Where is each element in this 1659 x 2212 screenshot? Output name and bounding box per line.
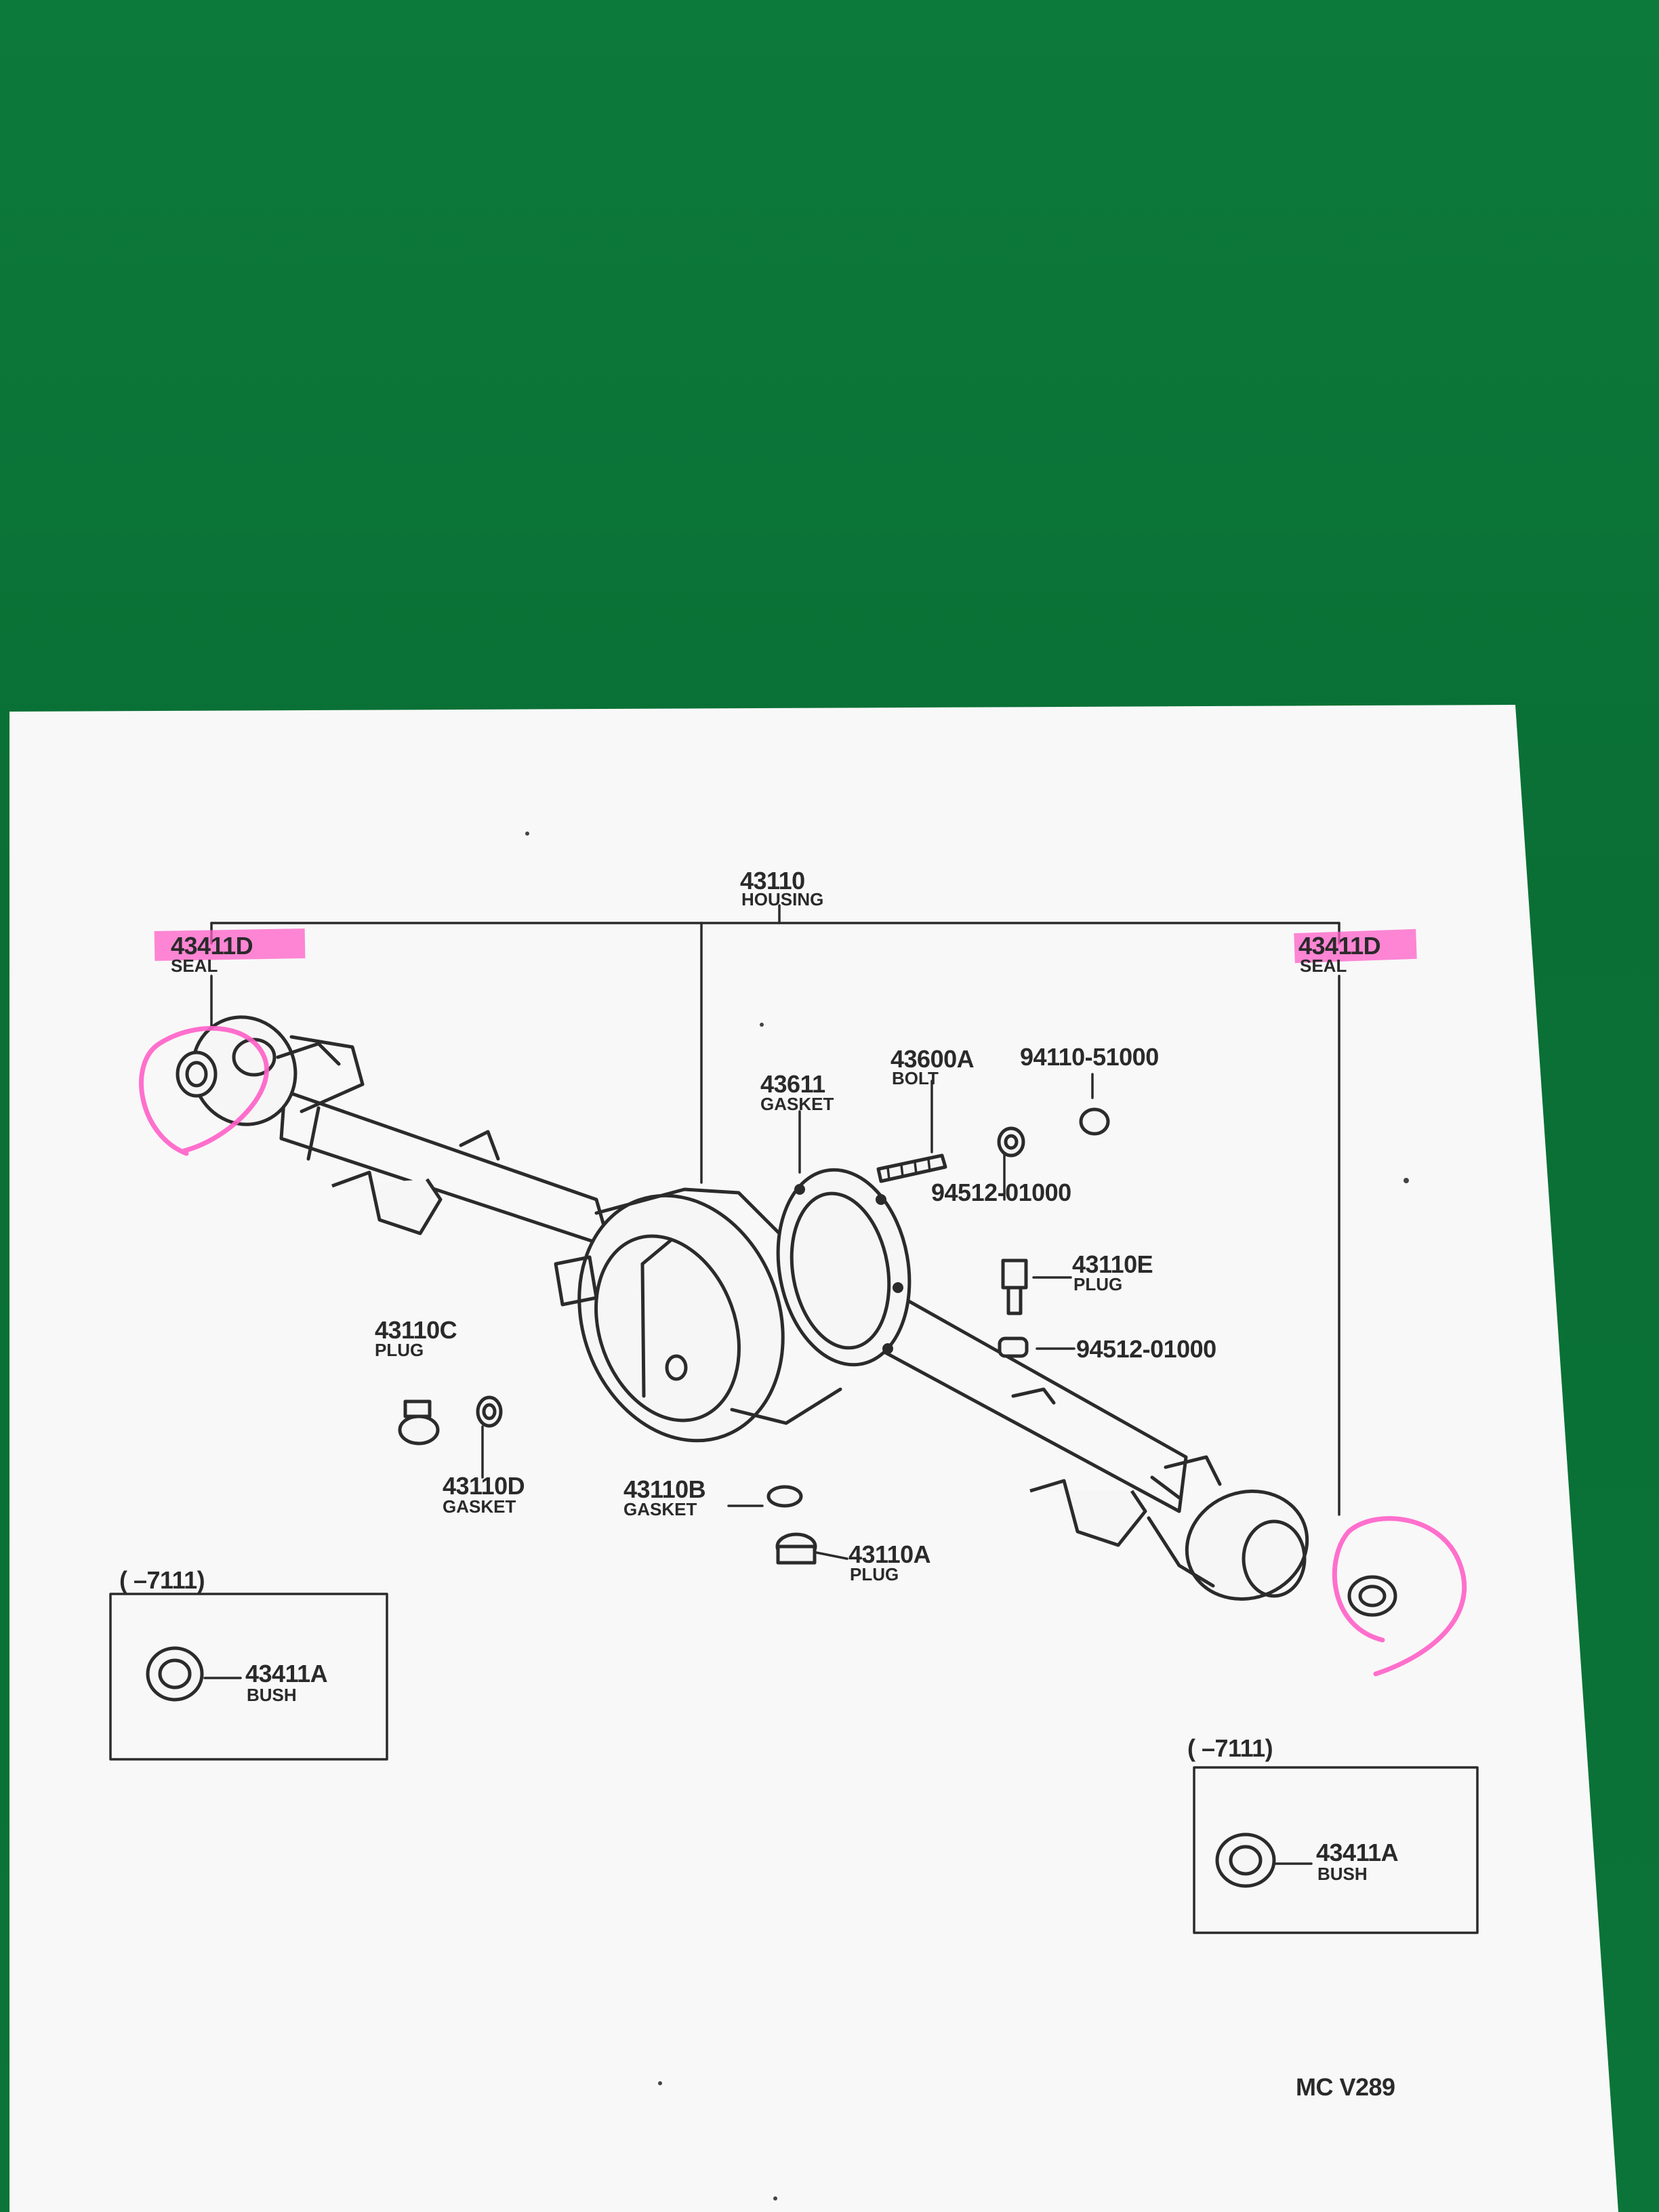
inset-right-range: ( –7111)	[1187, 1734, 1273, 1762]
inset-box-right	[1193, 1766, 1479, 1934]
seal-left-code: 43411D	[171, 932, 253, 960]
axle-housing-drawing	[190, 1015, 1309, 1601]
seal-left-highlight	[154, 928, 306, 961]
part-94512-a-code: 94512-01000	[931, 1179, 1071, 1206]
part-94512-b-code: 94512-01000	[1076, 1335, 1216, 1363]
seal-left-part	[176, 1050, 218, 1098]
gasket-43110B-part	[766, 1485, 803, 1508]
washer-94512-b-part	[998, 1336, 1029, 1358]
plug-43110E-code: 43110E	[1072, 1250, 1153, 1278]
plug-43110C-code: 43110C	[375, 1316, 457, 1344]
inset-left-range: ( –7111)	[119, 1566, 205, 1594]
nut-94110-part	[1079, 1107, 1110, 1136]
paper-sheet	[9, 705, 1618, 2212]
inset-right-name: BUSH	[1317, 1864, 1368, 1884]
plug-43110A-name: PLUG	[850, 1564, 899, 1584]
gasket-43110D-code: 43110D	[443, 1472, 525, 1500]
inset-right-code: 43411A	[1316, 1839, 1399, 1866]
gasket-43110D-part	[476, 1395, 503, 1428]
plug-43110E-name: PLUG	[1073, 1274, 1122, 1294]
plug-43110C-name: PLUG	[375, 1340, 424, 1360]
housing-code: 43110	[740, 867, 805, 895]
gasket-43611-name: GASKET	[760, 1094, 834, 1114]
seal-right-part	[1347, 1575, 1397, 1617]
seal-right-code: 43411D	[1298, 932, 1380, 960]
nut-94512-a-part	[997, 1126, 1025, 1158]
plug-43110A-part	[775, 1532, 817, 1565]
pink-circle-right	[1332, 1516, 1467, 1677]
inset-left-code: 43411A	[245, 1660, 328, 1687]
seal-left-name: SEAL	[171, 956, 218, 976]
bolt-43600A-part	[876, 1153, 947, 1183]
inset-box-left	[109, 1593, 388, 1761]
gasket-43611-code: 43611	[760, 1070, 825, 1098]
gasket-43110B-code: 43110B	[623, 1475, 705, 1503]
part-94110-code: 94110-51000	[1020, 1043, 1159, 1071]
seal-right-highlight	[1294, 928, 1417, 964]
plug-43110E-part	[1001, 1258, 1028, 1315]
inset-left-name: BUSH	[247, 1685, 297, 1705]
housing-name: HOUSING	[741, 889, 823, 909]
pink-circle-left	[139, 1026, 269, 1156]
bolt-43600A-code: 43600A	[890, 1045, 975, 1073]
seal-right-name: SEAL	[1300, 956, 1347, 976]
gasket-43110B-name: GASKET	[623, 1499, 697, 1519]
plug-43110A-code: 43110A	[848, 1540, 931, 1568]
footer-ref: MC V289	[1296, 2073, 1395, 2101]
plug-43110C-part	[398, 1399, 440, 1446]
gasket-43110D-name: GASKET	[443, 1496, 516, 1517]
bolt-43600A-name: BOLT	[892, 1068, 939, 1088]
